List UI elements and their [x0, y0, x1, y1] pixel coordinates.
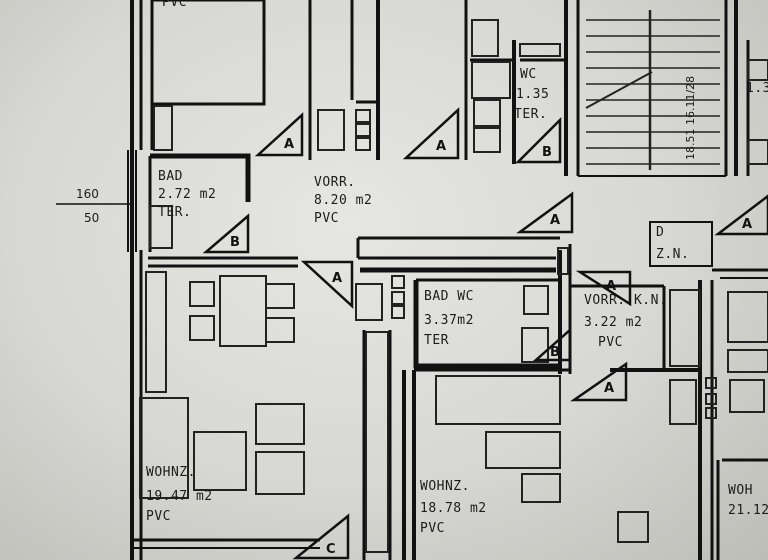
vorr-top-area: 8.20 m2 — [314, 193, 372, 208]
section-mark-a: A — [606, 279, 616, 294]
dzn-line2: Z.N. — [656, 247, 689, 262]
wc-top-floor: TER. — [514, 107, 547, 122]
wohn-right-name: WOH — [728, 483, 753, 498]
vorr-top-name: VORR. — [314, 175, 356, 190]
section-mark-c: C — [326, 542, 336, 557]
section-markers — [202, 107, 768, 560]
dzn-line1: D — [656, 225, 664, 240]
wohnz-mid-name: WOHNZ. — [420, 479, 470, 494]
bad-top-left-floor: TER. — [158, 205, 191, 220]
furniture — [139, 19, 768, 553]
section-mark-a: A — [742, 217, 752, 232]
bad-top-left-name: BAD — [158, 169, 183, 184]
dimension-marker: 160 50 — [56, 187, 132, 225]
section-marker-labels: A A B A B A B A A A C — [230, 137, 752, 557]
vorr-kn-floor: PVC — [598, 335, 623, 350]
bad-wc-area: 3.37m2 — [424, 313, 474, 328]
wohn-right-area: 21.12 — [728, 503, 768, 518]
section-mark-a: A — [550, 213, 560, 228]
wohnz-left-area: 19.47 m2 — [146, 489, 213, 504]
wohnz-left-name: WOHNZ. — [146, 465, 196, 480]
vorr-kn-area: 3.22 m2 — [584, 315, 642, 330]
section-mark-b: B — [550, 345, 560, 360]
bad-top-left-area: 2.72 m2 — [158, 187, 216, 202]
wohnz-left-floor: PVC — [146, 509, 171, 524]
section-mark-a: A — [604, 381, 614, 396]
dimension-lower: 50 — [84, 211, 99, 225]
staircase — [585, 10, 720, 170]
wc-top-name: WC — [520, 67, 537, 82]
bad-wc-floor: TER — [424, 333, 449, 348]
section-mark-b: B — [542, 145, 552, 160]
wohnz-mid-area: 18.78 m2 — [420, 501, 487, 516]
wohnz-mid-floor: PVC — [420, 521, 445, 536]
dimension-upper: 160 — [76, 187, 99, 201]
section-mark-a: A — [436, 139, 446, 154]
room-labels: PVC BAD 2.72 m2 TER. VORR. 8.20 m2 PVC W… — [146, 0, 768, 536]
bad-wc-name: BAD WC — [424, 289, 474, 304]
section-mark-a: A — [284, 137, 294, 152]
wc-top-area: 1.35 — [516, 87, 549, 102]
top-right-partial-area: 1.3 — [746, 81, 768, 96]
vorr-kn-name: VORR. K.N. — [584, 293, 667, 308]
stair-label: 18.51 16.11/28 — [684, 76, 697, 160]
vorr-top-floor: PVC — [314, 211, 339, 226]
section-mark-a: A — [332, 271, 342, 286]
section-mark-b: B — [230, 235, 240, 250]
top-left-floor: PVC — [162, 0, 187, 10]
